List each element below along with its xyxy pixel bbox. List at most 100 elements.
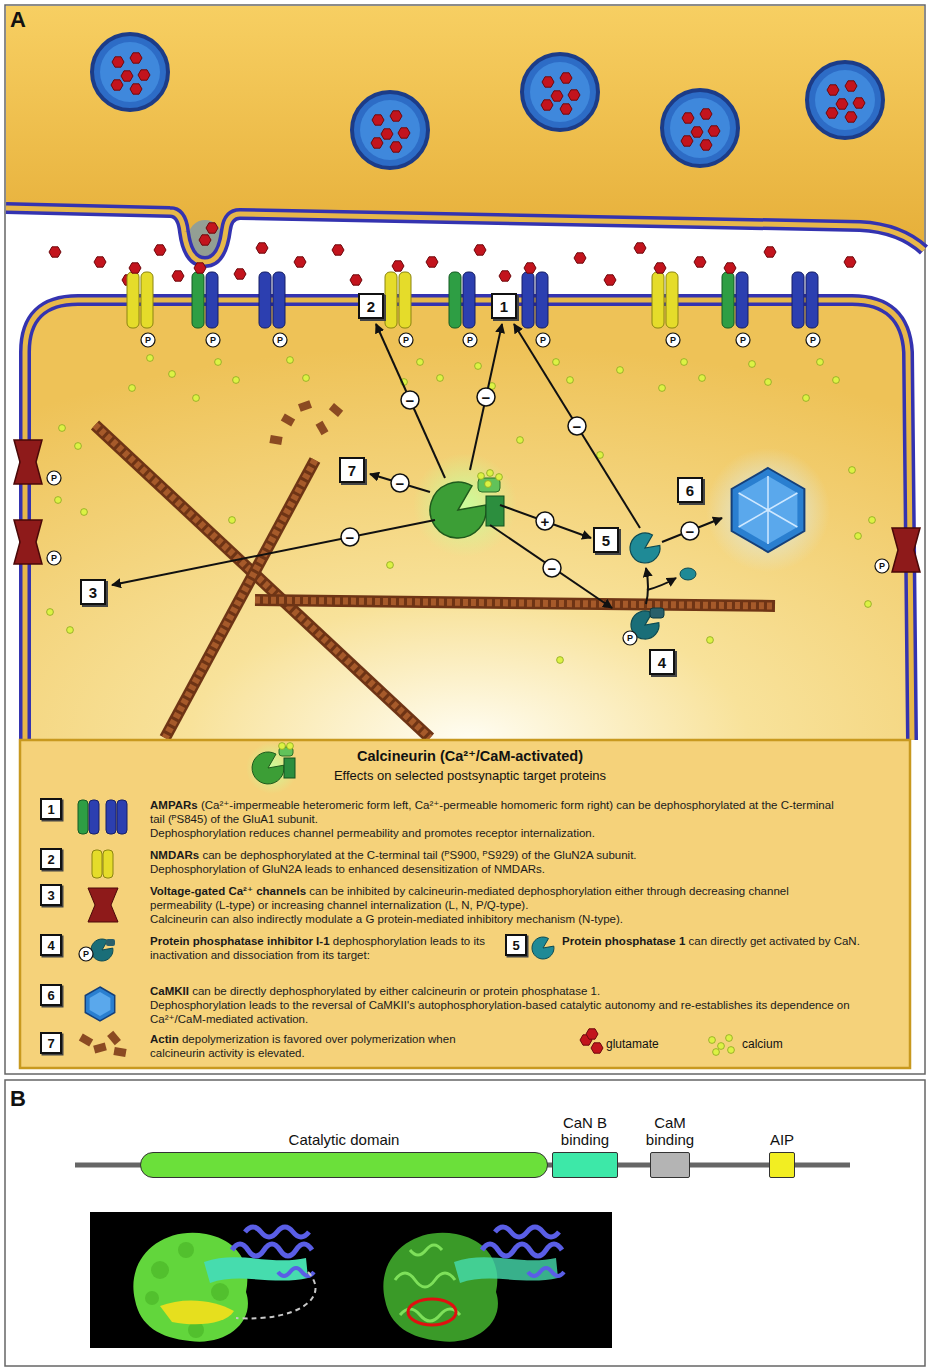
glutamate-cleft [172,271,184,281]
glutamate-cleft [234,269,246,279]
effect-sign: − [396,476,405,491]
callout-box: 1 [40,798,62,820]
legend-description: Protein phosphatase 1can directly get ac… [562,934,892,948]
synaptic-vesicles [92,34,168,110]
synaptic-vesicles [662,90,738,166]
glutamate-cleft [332,245,344,255]
synaptic-vesicles [371,111,410,152]
legend-icons [88,888,118,922]
callout-number: 4 [47,939,54,952]
effect-sign: − [346,530,355,545]
glutamate-cleft [634,243,646,253]
receptors [536,272,548,328]
phospho-mark: P [145,336,151,345]
calcium-ions [475,363,482,370]
description-text: can be dephosphorylated at the C-termina… [202,849,636,861]
arrows [647,578,676,590]
callout-number: 3 [47,889,54,902]
calcium-ions [147,355,154,362]
legend-description: NMDARscan be dephosphorylated at the C-t… [150,848,850,876]
protein-structure [145,1291,159,1305]
protein-structure [383,1227,564,1342]
phospho-circles [463,333,477,347]
pp1-and-inhibitor [650,608,664,618]
sign-circles [341,528,359,546]
pp1-and-inhibitor [680,568,696,580]
target-name: Actin [150,1033,179,1045]
sign-circles [543,559,561,577]
callout-number: 7 [47,1037,54,1050]
receptors [792,272,804,328]
target-name: Protein phosphatase inhibitor I-1 [150,935,330,947]
glutamate-cleft [350,275,362,285]
sign-circles [477,388,495,406]
camkii [732,468,805,552]
callout-box: 6 [40,984,62,1006]
calcium-ions [817,359,824,366]
phospho-mark: P [670,336,676,345]
receptors [524,263,536,273]
domain-label: AIP [770,1131,794,1148]
presynaptic-terminal [6,208,924,262]
phospho-mark: P [403,336,409,345]
callout-number: 2 [47,853,54,866]
glutamate-cleft [844,257,856,267]
callout-box: 5 [593,527,619,553]
glutamate-cleft [604,275,616,285]
receptors [385,272,397,328]
phospho-circles [736,333,750,347]
domain-block: Catalytic domain [140,1096,548,1178]
receptors [129,263,141,273]
receptors [652,272,664,328]
calcium-ions [833,377,840,384]
calcium-ions [75,443,82,450]
calcium-ions [681,359,688,366]
protein-structure [495,1227,559,1237]
target-name: Voltage-gated Ca²⁺ channels [150,885,306,897]
glutamate-cleft [154,245,166,255]
calcium-ions [765,379,772,386]
legend-icons [89,800,99,834]
phospho-circles [875,559,889,573]
panel-letter: A [10,7,26,33]
calcium-ions [557,657,564,664]
arrows [470,324,502,470]
protein-structure [90,1212,612,1348]
calcium-ions [55,497,62,504]
actin-filaments [298,400,312,412]
description-text: can be directly dephosphorylated by eith… [192,985,600,997]
actin-filaments [269,435,282,445]
callout-box: 3 [80,579,106,605]
phospho-mark: P [51,474,57,483]
receptors [259,272,271,328]
calcineurin [430,482,486,538]
calcium-ions [387,562,394,569]
description-text: Dephosphorylation of GluN2A leads to enh… [150,862,850,876]
actin-filaments [95,425,430,738]
callout-box: 4 [649,649,675,675]
callout-box: 5 [505,934,527,956]
phospho-circles [47,551,61,565]
arrows [370,474,430,492]
calcium-ions [287,357,294,364]
calcium-ions [229,517,236,524]
synaptic-vesicles [807,62,883,138]
phospho-circles [206,333,220,347]
presynaptic-terminal [6,6,924,262]
receptors [127,272,139,328]
domain-block: CaM binding [635,1096,705,1178]
sign-circles [391,474,409,492]
calcium-ions [417,359,424,366]
phospho-circles [399,333,413,347]
description-text: can directly get activated by CaN. [689,935,860,947]
receptors [724,263,736,273]
actin-filaments [95,425,430,738]
callout-box: 4 [40,934,62,956]
glutamate-cleft [574,253,586,263]
protein-structure [151,1261,169,1279]
calcium-ions [617,367,624,374]
calcium-ions [865,601,872,608]
calcium-ions [437,375,444,382]
callout-box: 6 [677,477,703,503]
phospho-circles [536,333,550,347]
